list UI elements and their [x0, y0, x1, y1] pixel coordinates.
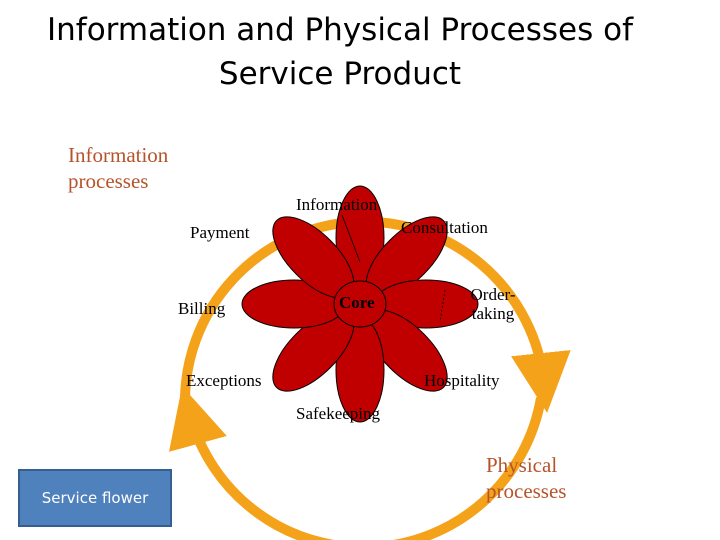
- leader-order-taking: [439, 289, 446, 323]
- service-flower-legend-box: Service flower: [18, 469, 172, 527]
- leader-information: [341, 214, 361, 263]
- label-payment: Payment: [190, 223, 250, 242]
- core-label: Core: [339, 293, 375, 312]
- label-exceptions: Exceptions: [186, 371, 262, 390]
- label-billing: Billing: [178, 299, 226, 318]
- page-title: Information and Physical Processes of Se…: [47, 12, 633, 92]
- information-processes-label: Information processes: [68, 143, 169, 193]
- physical-process-arrow: [169, 386, 546, 540]
- label-safekeeping: Safekeeping: [296, 404, 381, 423]
- service-flower-legend-text: Service flower: [41, 489, 149, 507]
- label-consultation: Consultation: [401, 218, 488, 237]
- label-order-taking: Order-taking: [470, 285, 516, 323]
- petals: [241, 185, 479, 423]
- label-information: Information: [296, 195, 378, 214]
- label-hospitality: Hospitality: [424, 371, 500, 390]
- physical-processes-label: Physical processes: [486, 453, 567, 503]
- core-circle: [333, 280, 387, 328]
